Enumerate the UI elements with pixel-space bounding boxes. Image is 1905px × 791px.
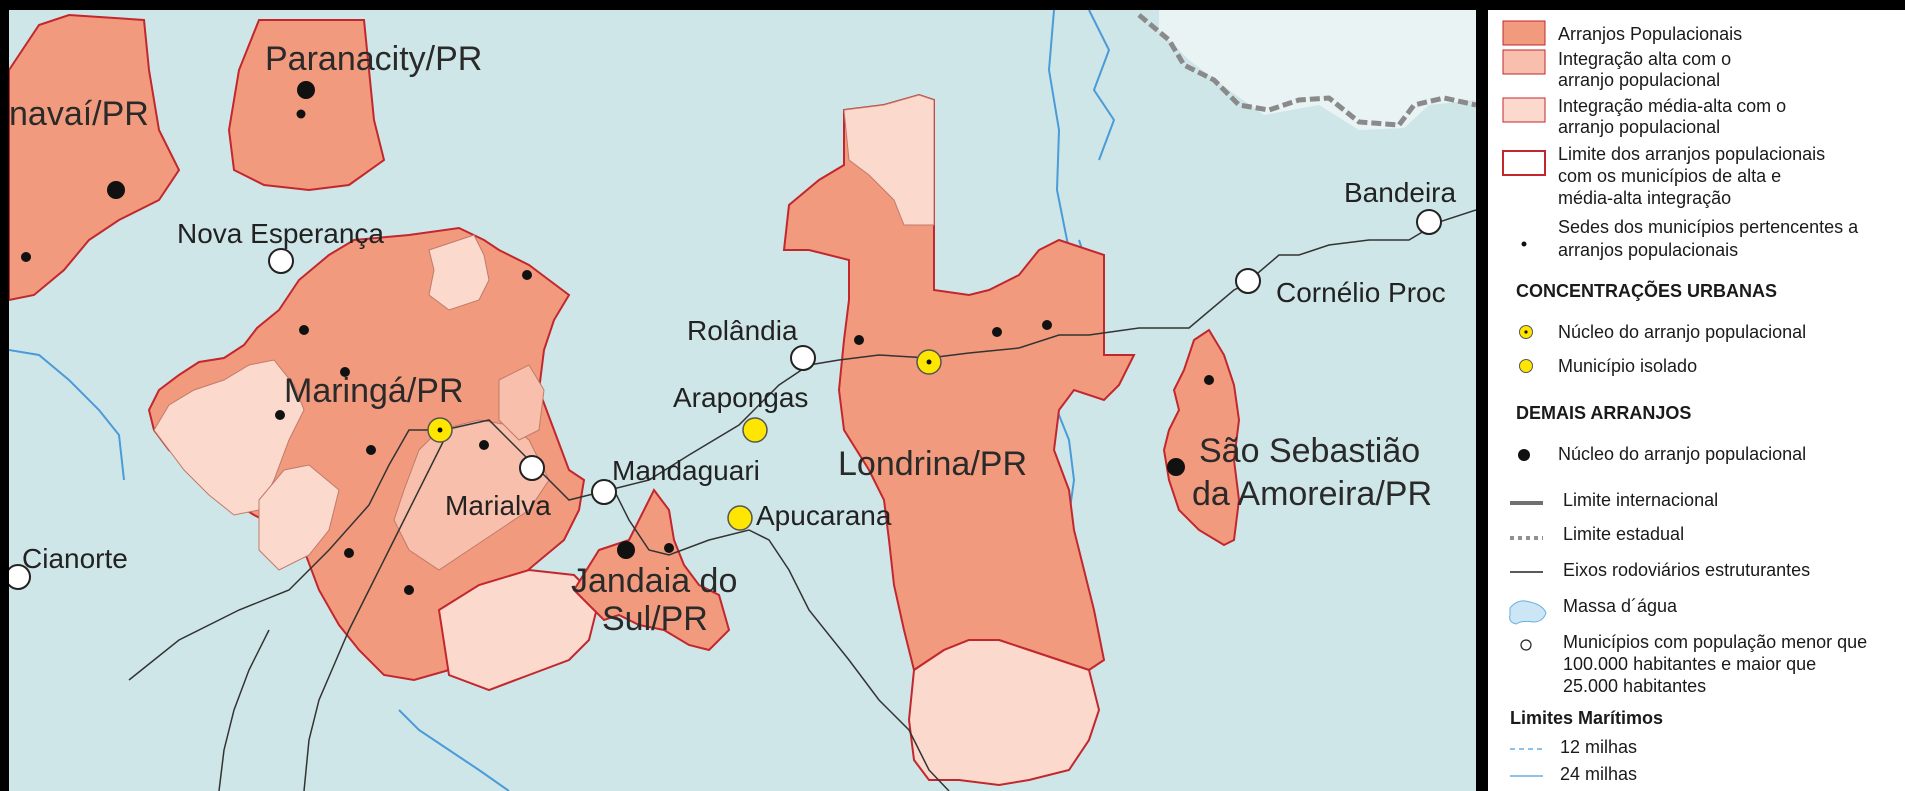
label-cornelio: Cornélio Proc <box>1276 277 1446 308</box>
legend-arranjos: Arranjos Populacionais <box>1558 24 1742 44</box>
maringa-alta-west <box>153 359 305 516</box>
label-mandaguari: Mandaguari <box>612 455 760 486</box>
legend-isolado-icon <box>1519 359 1533 373</box>
legend-limite-estadual: Limite estadual <box>1563 524 1684 544</box>
legend-alta-l2: arranjo populacional <box>1558 70 1720 90</box>
legend-concentracoes-title: CONCENTRAÇÕES URBANAS <box>1516 280 1777 301</box>
label-rolandia: Rolândia <box>687 315 798 346</box>
nucleus-dots <box>107 81 1185 559</box>
legend-sedes-l2: arranjos populacionais <box>1558 240 1738 260</box>
legend-media-l1: Integração média-alta com o <box>1558 96 1786 116</box>
arranjo-paranacity <box>227 19 386 192</box>
map-panel[interactable]: navaí/PR Paranacity/PR Maringá/PR Jandai… <box>9 10 1476 791</box>
legend-demais-title: DEMAIS ARRANJOS <box>1516 403 1691 423</box>
label-sao-sebastiao-line1: São Sebastião <box>1199 432 1420 470</box>
legend-nucleo-demais: Núcleo do arranjo populacional <box>1558 444 1806 464</box>
map-canvas[interactable]: navaí/PR Paranacity/PR Maringá/PR Jandai… <box>9 10 1476 791</box>
state-area-light <box>1159 10 1476 130</box>
label-jandaia-line2: Sul/PR <box>602 600 708 638</box>
state-boundary <box>1137 13 1476 128</box>
legend-swatch-limite <box>1502 150 1546 176</box>
legend-swatch-alta <box>1502 49 1546 75</box>
arranjo-paranavai <box>9 13 181 302</box>
label-maringa: Maringá/PR <box>284 372 464 410</box>
legend-alta-l1: Integração alta com o <box>1558 49 1731 69</box>
legend-sedes-l1: Sedes dos municípios pertencentes a <box>1558 217 1859 237</box>
legend-massa-agua: Massa d´água <box>1563 596 1678 616</box>
arranjo-sao-sebastiao <box>1162 328 1241 547</box>
label-sao-sebastiao-line2: da Amoreira/PR <box>1192 475 1432 513</box>
arranjo-jandaia <box>572 488 731 652</box>
legend-limite-l2: com os municípios de alta e <box>1558 166 1781 186</box>
legend-12-milhas: 12 milhas <box>1560 737 1637 757</box>
legend-nucleo-concentracao: Núcleo do arranjo populacional <box>1558 322 1806 342</box>
label-bandeirantes: Bandeira <box>1344 177 1457 208</box>
legend-eixos: Eixos rodoviários estruturantes <box>1563 560 1810 580</box>
roads <box>128 209 1476 791</box>
arranjo-londrina <box>782 93 1136 672</box>
legend-massa-agua-icon <box>1509 600 1547 625</box>
legend-panel: Arranjos Populacionais Integração alta c… <box>1488 10 1905 791</box>
londrina-media-alta-south <box>907 639 1101 787</box>
legend-limite-internacional: Limite internacional <box>1563 490 1718 510</box>
legend-swatch-arranjos <box>1502 20 1546 46</box>
legend-limite-l1: Limite dos arranjos populacionais <box>1558 144 1825 164</box>
concentration-nuclei <box>427 349 942 531</box>
maringa-alta-north <box>428 234 490 311</box>
legend-sede-dot <box>1521 241 1527 247</box>
label-londrina: Londrina/PR <box>838 445 1027 483</box>
sede-dots <box>21 109 1214 595</box>
label-arapongas: Arapongas <box>673 382 808 413</box>
legend-municipios-l1: Municípios com população menor que <box>1563 632 1867 652</box>
label-nova-esperanca: Nova Esperança <box>177 218 384 249</box>
legend-limites-maritimos-title: Limites Marítimos <box>1510 708 1663 728</box>
label-jandaia-line1: Jandaia do <box>571 562 737 600</box>
maringa-media-alta-south <box>437 568 601 692</box>
legend-municipio-pop-icon <box>1520 639 1532 651</box>
label-paranavai: navaí/PR <box>9 95 149 133</box>
label-marialva: Marialva <box>445 490 551 521</box>
legend-swatch-media-alta <box>1502 97 1546 123</box>
maringa-alta-southwest <box>258 464 340 571</box>
legend: Arranjos Populacionais Integração alta c… <box>1502 20 1867 784</box>
maringa-alta-centereast <box>498 364 545 441</box>
label-cianorte: Cianorte <box>22 543 128 574</box>
londrina-media-alta-north <box>843 94 935 226</box>
arranjos-layer <box>9 13 1241 787</box>
legend-municipio-isolado: Município isolado <box>1558 356 1697 376</box>
label-apucarana: Apucarana <box>756 500 892 531</box>
legend-nucleo-demais-icon <box>1518 449 1530 461</box>
legend-media-l2: arranjo populacional <box>1558 117 1720 137</box>
legend-nucleo-concentracao-center <box>1524 330 1528 334</box>
legend-municipios-l2: 100.000 habitantes e maior que <box>1563 654 1816 674</box>
legend-24-milhas: 24 milhas <box>1560 764 1637 784</box>
legend-limite-l3: média-alta integração <box>1558 188 1731 208</box>
municipio-circles <box>9 209 1442 590</box>
label-paranacity: Paranacity/PR <box>265 40 482 78</box>
legend-municipios-l3: 25.000 habitantes <box>1563 676 1706 696</box>
